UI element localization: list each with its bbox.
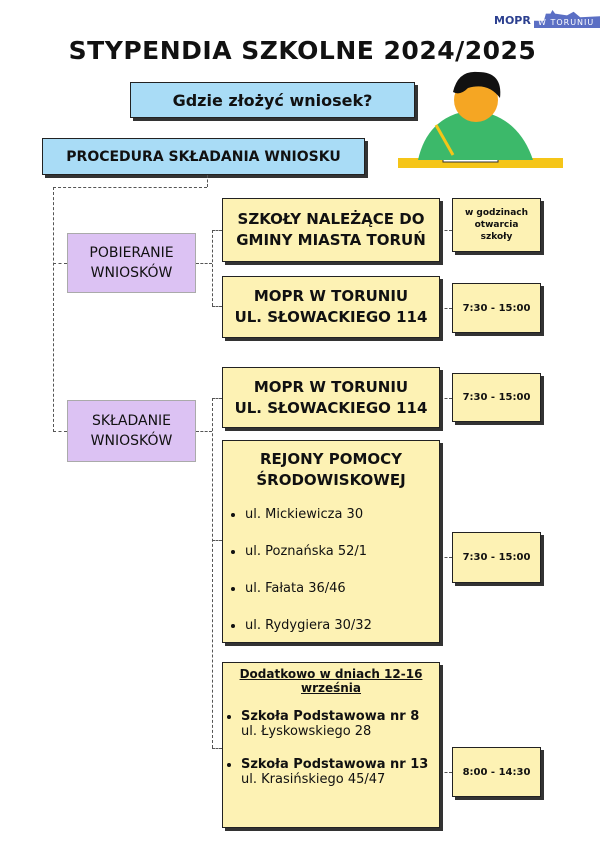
hours-box: 7:30 - 15:00	[452, 532, 541, 583]
procedure-box: PROCEDURA SKŁADANIA WNIOSKU	[42, 138, 365, 175]
label: w godzinach	[464, 208, 529, 218]
label: SZKOŁY NALEŻĄCE DO	[237, 210, 425, 228]
schools-box: SZKOŁY NALEŻĄCE DO GMINY MIASTA TORUŃ	[222, 198, 440, 262]
label: ŚRODOWISKOWEJ	[256, 471, 406, 489]
school-address: ul. Łyskowskiego 28	[241, 724, 372, 739]
question-box: Gdzie złożyć wniosek?	[130, 82, 415, 118]
label: otwarcia	[474, 220, 519, 230]
label: szkoły	[480, 232, 513, 242]
logo-text: MOPR	[494, 14, 531, 27]
pobieranie-box: POBIERANIE WNIOSKÓW	[67, 233, 196, 293]
label: SKŁADANIE	[91, 413, 172, 429]
list-item: ul. Fałata 36/46	[245, 581, 372, 596]
hours-box: 7:30 - 15:00	[452, 283, 541, 333]
label: MOPR W TORUNIU	[253, 287, 409, 305]
student-writing-illustration	[398, 71, 563, 168]
list-item: ul. Mickiewicza 30	[245, 507, 372, 522]
hours-box: w godzinach otwarcia szkoły	[452, 198, 541, 252]
label: GMINY MIASTA TORUŃ	[236, 231, 426, 249]
label: WNIOSKÓW	[90, 265, 173, 281]
hours-box: 7:30 - 15:00	[452, 373, 541, 422]
hours-box: 8:00 - 14:30	[452, 747, 541, 797]
mopr-logo: MOPR W TORUNIU	[494, 8, 602, 30]
mopr-box: MOPR W TORUNIU UL. SŁOWACKIEGO 114	[222, 276, 440, 338]
school-name: Szkoła Podstawowa nr 8	[241, 709, 420, 724]
label: Dodatkowo w dniach 12-16	[239, 667, 423, 681]
logo-text-right: W TORUNIU	[538, 18, 595, 27]
rejony-box: REJONY POMOCY ŚRODOWISKOWEJ ul. Mickiewic…	[222, 440, 440, 643]
label: WNIOSKÓW	[90, 433, 173, 449]
extra-box: Dodatkowo w dniach 12-16 września Szkoła…	[222, 662, 440, 828]
school-address: ul. Krasińskiego 45/47	[241, 772, 386, 787]
list-item: ul. Poznańska 52/1	[245, 544, 372, 559]
mopr-box: MOPR W TORUNIU UL. SŁOWACKIEGO 114	[222, 367, 440, 428]
label: września	[300, 681, 362, 695]
district-list: ul. Mickiewicza 30 ul. Poznańska 52/1 ul…	[227, 495, 372, 645]
label: MOPR W TORUNIU	[253, 377, 409, 396]
list-item: ul. Rydygiera 30/32	[245, 618, 372, 633]
list-item: Szkoła Podstawowa nr 8ul. Łyskowskiego 2…	[241, 709, 428, 739]
skladanie-box: SKŁADANIE WNIOSKÓW	[67, 400, 196, 462]
label: UL. SŁOWACKIEGO 114	[234, 398, 428, 417]
school-name: Szkoła Podstawowa nr 13	[241, 757, 429, 772]
label: REJONY POMOCY	[259, 450, 403, 468]
label: POBIERANIE	[89, 245, 174, 261]
page-title: STYPENDIA SZKOLNE 2024/2025	[68, 36, 537, 65]
school-list: Szkoła Podstawowa nr 8ul. Łyskowskiego 2…	[223, 709, 428, 787]
label: UL. SŁOWACKIEGO 114	[234, 308, 428, 326]
